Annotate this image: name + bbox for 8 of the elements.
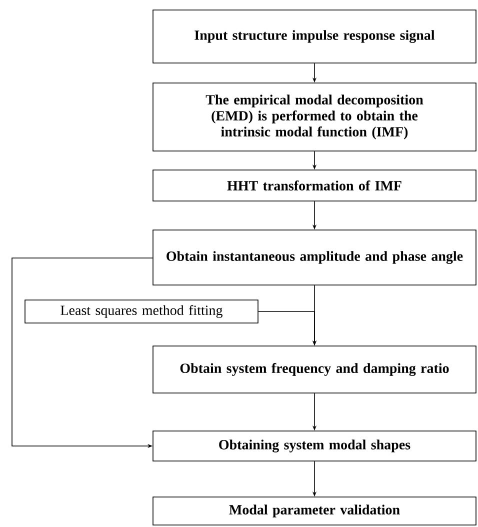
step-box: Obtaining system modal shapes <box>152 430 476 462</box>
step-box: HHT transformation of IMF <box>152 170 476 202</box>
method-box: Least squares method fitting <box>24 300 258 324</box>
step-box: Obtain system frequency and damping ratio <box>152 346 476 394</box>
step-box: Obtain instantaneous amplitude and phase angle <box>152 230 476 286</box>
step-box: Input structure impulse response signal <box>152 10 476 64</box>
step-box: Modal parameter validation <box>152 496 476 526</box>
step-box: The empirical modal decomposition (EMD) is performed to obtain the intrinsic modal function (IMF) <box>152 82 476 152</box>
